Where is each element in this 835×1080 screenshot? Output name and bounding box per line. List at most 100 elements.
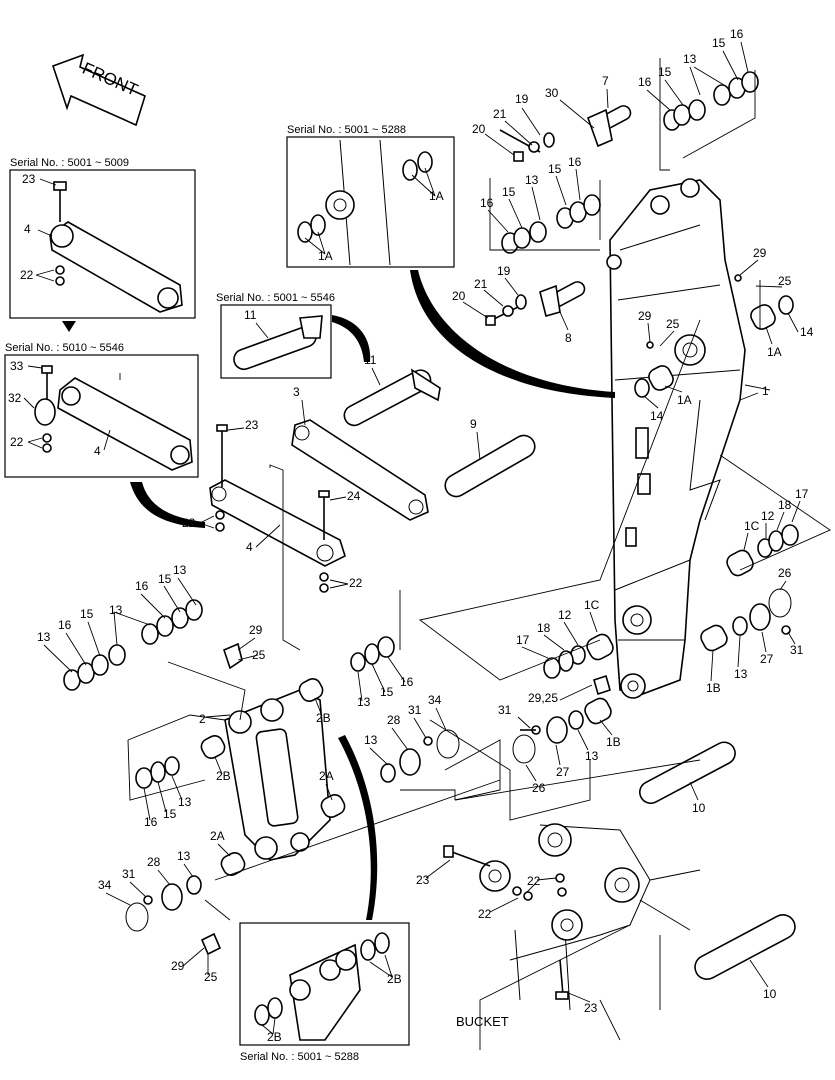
callout-9: 9	[470, 417, 477, 431]
callout-22: 22	[527, 874, 541, 888]
callout-12: 12	[558, 608, 572, 622]
callout-15: 15	[548, 162, 562, 176]
callout-16: 16	[480, 196, 494, 210]
callout-16: 16	[730, 27, 744, 41]
callout-16: 16	[135, 579, 149, 593]
inset-title-5001-5288-bottom: Serial No. : 5001 ~ 5288	[240, 1051, 359, 1063]
callout-21: 21	[493, 107, 507, 121]
callout-14: 14	[650, 409, 664, 423]
inset-arrow-icon	[62, 321, 76, 332]
callout-31: 31	[498, 703, 512, 717]
callout-10: 10	[763, 987, 777, 1001]
bolts	[143, 129, 791, 1000]
leader-swoosh-1	[130, 482, 205, 528]
callout-3: 3	[293, 385, 300, 399]
callout-34: 34	[428, 693, 442, 707]
callout-22: 22	[10, 435, 24, 449]
callout-15: 15	[80, 607, 94, 621]
callout-16: 16	[400, 675, 414, 689]
pin-7	[586, 105, 632, 148]
callout-30: 30	[545, 86, 559, 100]
callout-20: 20	[472, 122, 486, 136]
callout-11: 11	[364, 353, 377, 367]
callout-29-25: 29,25	[528, 691, 558, 705]
callout-29: 29	[171, 959, 185, 973]
bucket-mounting: BUCKET	[456, 823, 701, 1029]
callout-27: 27	[556, 765, 570, 779]
callout-19: 19	[497, 264, 511, 278]
callout-13: 13	[177, 849, 191, 863]
callout-25: 25	[666, 317, 680, 331]
callout-13: 13	[178, 795, 192, 809]
callout-13: 13	[683, 52, 697, 66]
callout-23: 23	[245, 418, 259, 432]
callout-20: 20	[452, 289, 466, 303]
shims-and-bushings	[63, 71, 799, 932]
callout-22: 22	[20, 268, 34, 282]
leader-swoosh-3	[410, 270, 615, 398]
callout-2A: 2A	[319, 769, 334, 783]
alignment-lines	[119, 58, 831, 1050]
front-arrow-icon: FRONT	[51, 53, 146, 127]
callout-29: 29	[249, 623, 263, 637]
callout-31: 31	[408, 703, 422, 717]
callout-1C: 1C	[584, 598, 600, 612]
callout-25: 25	[778, 274, 792, 288]
callout-15: 15	[158, 572, 172, 586]
callout-11: 11	[244, 308, 257, 322]
callout-2A: 2A	[210, 829, 225, 843]
inset-title-5010-5546: Serial No. : 5010 ~ 5546	[5, 342, 124, 354]
callout-28: 28	[147, 855, 161, 869]
callout-34: 34	[98, 878, 112, 892]
inset-serial-5010-5546: Serial No. : 5010 ~ 5546	[4, 342, 199, 478]
pin-10-upper	[638, 741, 736, 805]
leader-swoosh-2	[332, 315, 371, 362]
bucket-label: BUCKET	[456, 1014, 509, 1029]
callout-27: 27	[760, 652, 774, 666]
callout-15: 15	[163, 807, 177, 821]
callout-29: 29	[638, 309, 652, 323]
pin-10-lower	[694, 914, 796, 980]
grease-fittings	[200, 274, 742, 956]
callout-26: 26	[778, 566, 792, 580]
callout-15: 15	[380, 685, 394, 699]
callout-21: 21	[474, 277, 488, 291]
callout-33: 33	[10, 359, 24, 373]
callout-22: 22	[478, 907, 492, 921]
callout-13: 13	[357, 695, 371, 709]
callout-4: 4	[246, 540, 253, 554]
callout-13: 13	[173, 563, 187, 577]
pin-8	[539, 281, 586, 317]
callout-1A: 1A	[677, 393, 692, 407]
callout-18: 18	[537, 621, 551, 635]
callout-25: 25	[204, 970, 218, 984]
callout-16: 16	[638, 75, 652, 89]
callout-31: 31	[122, 867, 136, 881]
callout-1A: 1A	[318, 249, 333, 263]
callout-13: 13	[364, 733, 378, 747]
callout-2B: 2B	[387, 972, 402, 986]
callout-16: 16	[58, 618, 72, 632]
callout-28: 28	[387, 713, 401, 727]
callout-1: 1	[762, 384, 769, 398]
inset-serial-5001-5546: Serial No. : 5001 ~ 5546	[216, 292, 335, 379]
callout-1B: 1B	[606, 735, 621, 749]
callout-7: 7	[602, 74, 609, 88]
callout-23: 23	[584, 1001, 598, 1015]
callout-25: 25	[252, 648, 266, 662]
callout-32: 32	[8, 391, 22, 405]
callout-17: 17	[516, 633, 530, 647]
callout-2B: 2B	[216, 769, 231, 783]
callout-2B: 2B	[316, 711, 331, 725]
callout-15: 15	[502, 185, 516, 199]
callout-18: 18	[778, 498, 792, 512]
inset-serial-5001-5288-bottom: Serial No. : 5001 ~ 5288	[239, 922, 410, 1063]
callout-4: 4	[24, 222, 31, 236]
leader-swoosh-4	[338, 735, 378, 920]
callout-12: 12	[761, 509, 775, 523]
callout-16: 16	[568, 155, 582, 169]
callout-10: 10	[692, 801, 706, 815]
arm-body	[606, 178, 746, 699]
link-3	[291, 419, 429, 521]
callout-2: 2	[199, 712, 206, 726]
